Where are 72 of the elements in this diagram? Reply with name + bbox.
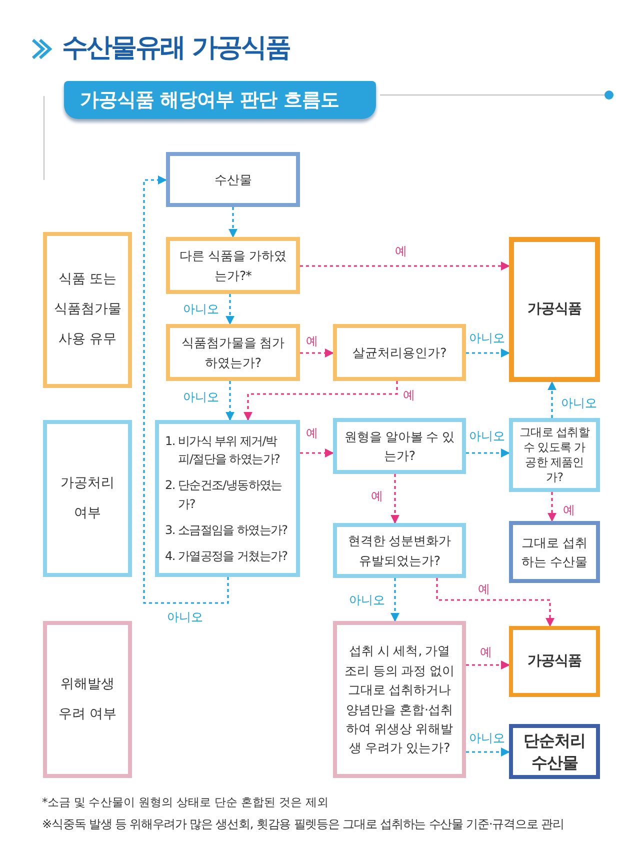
result-label: 단순처리 수산물: [522, 730, 586, 774]
question-box: [333, 523, 466, 578]
result-label: 가공식품: [528, 300, 582, 319]
arrow: [300, 348, 334, 358]
edge-label: 예: [370, 489, 384, 503]
edge-label: 아니오: [468, 429, 506, 443]
edge-label: 예: [305, 334, 319, 348]
question-item: 2. 단순건조/냉동하였는가?: [165, 477, 283, 513]
arrow: [300, 448, 334, 458]
arrow: [548, 381, 556, 418]
edge-label: 아니오: [182, 390, 220, 404]
question-text: 식품첨가물을 첨가하였는가?: [180, 334, 286, 372]
question-box: [333, 418, 466, 474]
arrow: [143, 176, 229, 604]
question-box: [166, 324, 300, 381]
question-text: 원형을 알아볼 수 있는가?: [343, 428, 456, 465]
arrow: [244, 381, 398, 421]
question-box: [509, 418, 600, 492]
question-text: 현격한 성분변화가 유발되었는가?: [346, 532, 452, 570]
question-text: 그대로 섭취하는 수산물: [520, 534, 588, 571]
arrow: [228, 207, 238, 238]
footnote: ※식중독 발생 등 위해우려가 많은 생선회, 횟감용 필렛등은 그대로 섭취하는 수산물 기준·규격으로 관리: [42, 816, 564, 833]
category-box: [43, 420, 132, 577]
question-box: [333, 621, 466, 778]
arrow: [548, 492, 556, 522]
edge-label: 아니오: [468, 331, 506, 345]
question-text: 수산물: [214, 170, 252, 189]
arrow: [300, 262, 510, 270]
edge-label: 아니오: [348, 593, 386, 607]
question-text: 살균처리용인가?: [352, 344, 446, 362]
edge-label: 아니오: [182, 302, 220, 316]
arrow: [390, 474, 400, 524]
question-box: [166, 237, 300, 294]
result-box: [509, 626, 600, 697]
question-item: 3. 소금절임을 하였는가?: [165, 522, 288, 539]
section-banner: 가공식품 해당여부 판단 흐름도: [64, 81, 376, 119]
question-item: 4. 가열공정을 거쳤는가?: [165, 548, 288, 565]
edge-label: 아니오: [560, 396, 598, 410]
category-label: 가공처리 여부: [60, 474, 116, 522]
arrow: [436, 578, 554, 627]
question-text: 다른 식품을 가하였는가?*: [178, 247, 288, 284]
category-box: [43, 621, 132, 778]
edge-label: 아니오: [468, 731, 506, 745]
footnote: *소금 및 수산물이 원형의 상태로 단순 혼합된 것은 제외: [42, 795, 329, 810]
question-text: 섭취 시 세척, 가열조리 등의 과정 없이 그대로 섭취하거나 양념만을 혼합·섭취하여 위생상 위해발생 우려가 있는가?: [343, 642, 456, 758]
question-box: [333, 324, 466, 381]
arrow: [390, 578, 400, 622]
arrow: [226, 294, 234, 325]
category-label: 위해발생 우려 여부: [58, 674, 118, 724]
question-text: 그대로 섭취할 수 있도록 가공한 제품인가?: [519, 425, 590, 485]
edge-label: 아니오: [166, 610, 204, 624]
edge-label: 예: [305, 426, 319, 440]
question-item: 1. 비가식 부위 제거/박피/절단을 하였는가?: [165, 432, 281, 468]
edge-label: 예: [562, 503, 576, 517]
question-box: [166, 152, 300, 207]
result-box: [509, 724, 600, 779]
arrow: [466, 448, 510, 458]
category-box: [43, 232, 132, 388]
result-label: 가공식품: [528, 652, 582, 671]
edge-label: 예: [479, 645, 493, 659]
question-box: [509, 521, 600, 583]
arrow: [466, 660, 510, 670]
result-box: [509, 237, 600, 382]
arrow: [466, 748, 510, 756]
edge-label: 예: [394, 244, 408, 258]
edge-label: 예: [477, 582, 491, 596]
question-box: [155, 420, 300, 577]
edge-label: 예: [402, 388, 416, 402]
page-title: 수산물유래 가공식품: [62, 32, 290, 65]
arrow: [466, 348, 510, 358]
category-label: 식품 또는 식품첨가물 사용 유무: [53, 270, 122, 349]
arrow: [226, 381, 234, 421]
